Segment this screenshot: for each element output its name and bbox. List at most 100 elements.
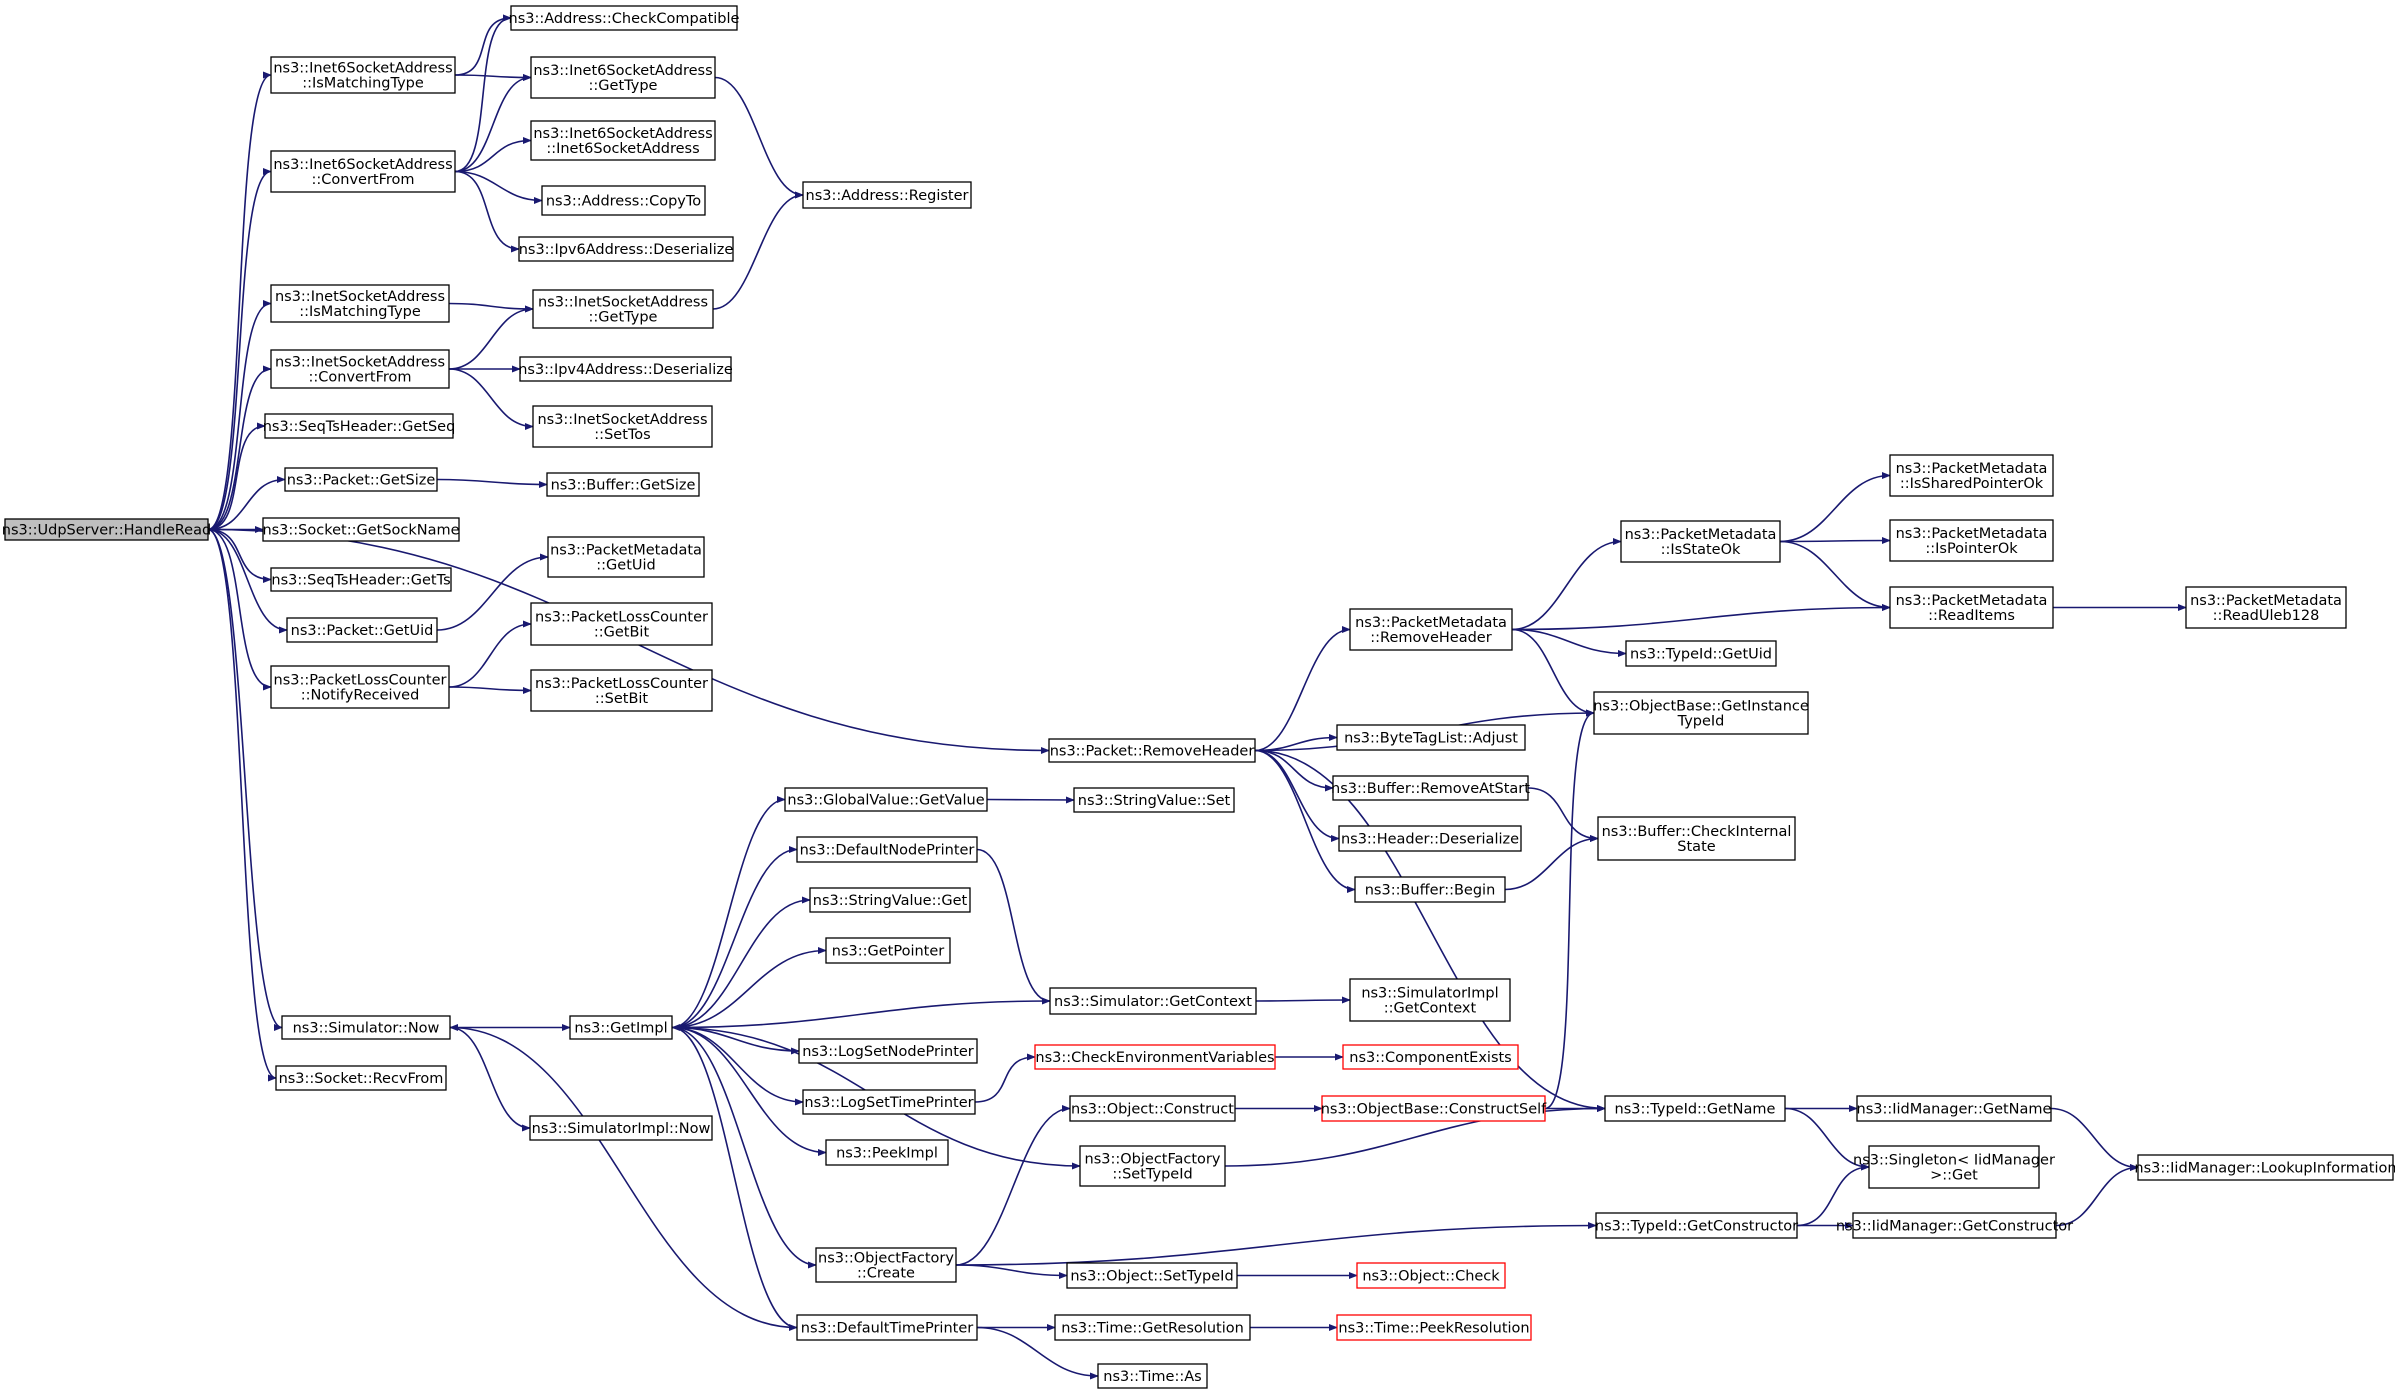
node-getpointer[interactable]: ns3::GetPointer [825, 937, 951, 964]
node-pm-getuid[interactable]: ns3::PacketMetadata::GetUid [547, 536, 705, 578]
node-box [1073, 787, 1235, 813]
node-box [519, 356, 732, 382]
node-inet-settos[interactable]: ns3::InetSocketAddress::SetTos [532, 405, 713, 448]
node-simimpl-now[interactable]: ns3::SimulatorImpl::Now [529, 1115, 713, 1141]
node-box [1336, 1314, 1532, 1341]
node-typeid-getctor[interactable]: ns3::TypeId::GetConstructor [1595, 1212, 1798, 1239]
node-pm-readitems[interactable]: ns3::PacketMetadata::ReadItems [1889, 586, 2054, 629]
node-inet6-ismatching[interactable]: ns3::Inet6SocketAddress::IsMatchingType [270, 56, 456, 94]
node-ipv6-deser[interactable]: ns3::Ipv6Address::Deserialize [518, 236, 734, 262]
node-inet6-ctor[interactable]: ns3::Inet6SocketAddress::Inet6SocketAddr… [530, 120, 716, 161]
node-inet6-convertfrom[interactable]: ns3::Inet6SocketAddress::ConvertFrom [270, 150, 456, 193]
node-time-peekres[interactable]: ns3::Time::PeekResolution [1336, 1314, 1532, 1341]
node-box [1054, 1314, 1251, 1341]
node-logsetnodeprinter[interactable]: ns3::LogSetNodePrinter [798, 1038, 978, 1064]
node-logsettimeprinter[interactable]: ns3::LogSetTimePrinter [802, 1089, 976, 1115]
node-time-getres[interactable]: ns3::Time::GetResolution [1054, 1314, 1251, 1341]
node-deftimeprinter[interactable]: ns3::DefaultTimePrinter [796, 1314, 978, 1341]
node-obj-settypeid[interactable]: ns3::Object::SetTypeId [1066, 1262, 1238, 1289]
node-buf-removeatstart[interactable]: ns3::Buffer::RemoveAtStart [1331, 775, 1530, 801]
node-iid-getname[interactable]: ns3::IidManager::GetName [1856, 1095, 2052, 1122]
node-time-as[interactable]: ns3::Time::As [1097, 1363, 1208, 1389]
node-packet-getsize[interactable]: ns3::Packet::GetSize [284, 467, 438, 492]
node-addr-checkcompat[interactable]: ns3::Address::CheckCompatible [509, 5, 740, 31]
node-label: ns3::TypeId::GetConstructor [1595, 1219, 1798, 1235]
node-inet6-gettype[interactable]: ns3::Inet6SocketAddress::GetType [530, 56, 716, 99]
node-addr-copyto[interactable]: ns3::Address::CopyTo [541, 185, 706, 216]
node-addr-register[interactable]: ns3::Address::Register [802, 181, 972, 209]
node-getimpl[interactable]: ns3::GetImpl [569, 1015, 673, 1040]
node-iid-getctor[interactable]: ns3::IidManager::GetConstructor [1836, 1212, 2073, 1239]
node-obj-construct[interactable]: ns3::Object::Construct [1069, 1095, 1236, 1122]
node-pm-ispointerok[interactable]: ns3::PacketMetadata::IsPointerOk [1889, 519, 2054, 562]
node-ob-constructself[interactable]: ns3::ObjectBase::ConstructSelf [1321, 1095, 1547, 1122]
node-box [809, 887, 971, 913]
edge-pm-isstateok-to-pm-issharedpointerok [1779, 471, 1891, 543]
node-header-deser[interactable]: ns3::Header::Deserialize [1338, 825, 1522, 852]
node-pm-readuleb[interactable]: ns3::PacketMetadata::ReadUleb128 [2185, 586, 2347, 629]
node-of-create[interactable]: ns3::ObjectFactory::Create [815, 1247, 957, 1283]
node-box [1034, 1044, 1276, 1070]
node-label: ns3::IidManager::LookupInformation [2134, 1161, 2395, 1177]
node-label: ::Inet6SocketAddress [546, 141, 699, 157]
edge-logsettimeprinter-to-checkenv [974, 1053, 1036, 1103]
node-box [281, 1015, 451, 1040]
node-pm-isstateok[interactable]: ns3::PacketMetadata::IsStateOk [1620, 520, 1781, 563]
node-sim-getcontext[interactable]: ns3::Simulator::GetContext [1049, 987, 1257, 1015]
node-singleton-get[interactable]: ns3::Singleton< IidManager >::Get [1853, 1145, 2055, 1189]
node-seqts-getts[interactable]: ns3::SeqTsHeader::GetTs [270, 567, 452, 592]
node-box [1625, 640, 1777, 667]
node-packet-removeheader[interactable]: ns3::Packet::RemoveHeader [1048, 738, 1256, 763]
node-typeid-getname[interactable]: ns3::TypeId::GetName [1604, 1095, 1786, 1122]
node-seqts-getseq[interactable]: ns3::SeqTsHeader::GetSeq [263, 413, 456, 439]
node-sv-set[interactable]: ns3::StringValue::Set [1073, 787, 1235, 813]
node-checkenv[interactable]: ns3::CheckEnvironmentVariables [1034, 1044, 1276, 1070]
node-of-settypeid[interactable]: ns3::ObjectFactory::SetTypeId [1079, 1145, 1226, 1187]
node-label: ns3::Time::As [1103, 1369, 1201, 1385]
node-box [541, 185, 706, 216]
edge-packet-getuid-to-pm-getuid [436, 553, 549, 631]
node-sv-get[interactable]: ns3::StringValue::Get [809, 887, 971, 913]
node-box [1069, 1095, 1236, 1122]
node-componentexists[interactable]: ns3::ComponentExists [1342, 1044, 1519, 1070]
node-box [1321, 1095, 1546, 1122]
node-peekimpl[interactable]: ns3::PeekImpl [825, 1139, 949, 1166]
node-iid-lookupinfo[interactable]: ns3::IidManager::LookupInformation [2134, 1154, 2395, 1181]
node-socket-getsockname[interactable]: ns3::Socket::GetSockName [262, 517, 460, 542]
node-inet-gettype[interactable]: ns3::InetSocketAddress::GetType [532, 289, 714, 329]
node-obj-check[interactable]: ns3::Object::Check [1356, 1262, 1506, 1289]
edge-inet6-ismatching-to-addr-checkcompat [454, 14, 512, 76]
node-plc-setbit[interactable]: ns3::PacketLossCounter::SetBit [530, 669, 713, 712]
node-buffer-getsize[interactable]: ns3::Buffer::GetSize [546, 472, 700, 497]
node-label: ns3::Header::Deserialize [1341, 832, 1519, 848]
node-inet-ismatching[interactable]: ns3::InetSocketAddress::IsMatchingType [270, 284, 450, 323]
node-label: ns3::Packet::GetUid [291, 623, 434, 639]
node-box [1593, 691, 1809, 735]
node-box [264, 413, 454, 439]
node-label: ns3::Inet6SocketAddress [273, 157, 452, 173]
node-plc-notify[interactable]: ns3::PacketLossCounter::NotifyReceived [270, 665, 450, 709]
node-pm-removeheader[interactable]: ns3::PacketMetadata::RemoveHeader [1349, 608, 1513, 651]
node-label: ns3::DefaultTimePrinter [801, 1321, 973, 1337]
node-simimpl-getcontext[interactable]: ns3::SimulatorImpl::GetContext [1349, 978, 1511, 1022]
node-label: ns3::CheckEnvironmentVariables [1035, 1050, 1274, 1066]
node-label: ::GetUid [596, 558, 655, 574]
edge-packet-removeheader-to-typeid-getname [1254, 749, 1606, 1113]
node-udp-handleread[interactable]: ns3::UdpServer::HandleRead [2, 518, 211, 541]
node-plc-getbit[interactable]: ns3::PacketLossCounter::GetBit [530, 602, 713, 646]
node-label: ns3::Socket::RecvFrom [279, 1071, 444, 1087]
node-packet-getuid[interactable]: ns3::Packet::GetUid [286, 617, 438, 643]
node-gv-getvalue[interactable]: ns3::GlobalValue::GetValue [784, 787, 988, 812]
edge-udp-handleread-to-seqts-getseq [207, 422, 266, 531]
node-buf-begin[interactable]: ns3::Buffer::Begin [1354, 876, 1506, 903]
node-typeid-getuid[interactable]: ns3::TypeId::GetUid [1625, 640, 1777, 667]
node-pm-issharedpointerok[interactable]: ns3::PacketMetadata::IsSharedPointerOk [1889, 454, 2054, 497]
node-btl-adjust[interactable]: ns3::ByteTagList::Adjust [1336, 724, 1526, 751]
node-inet-convertfrom[interactable]: ns3::InetSocketAddress::ConvertFrom [270, 349, 450, 389]
node-defnodeprinter[interactable]: ns3::DefaultNodePrinter [796, 836, 978, 863]
node-sim-now[interactable]: ns3::Simulator::Now [281, 1015, 451, 1040]
node-ipv4-deser[interactable]: ns3::Ipv4Address::Deserialize [518, 356, 733, 382]
node-socket-recvfrom[interactable]: ns3::Socket::RecvFrom [275, 1065, 447, 1091]
